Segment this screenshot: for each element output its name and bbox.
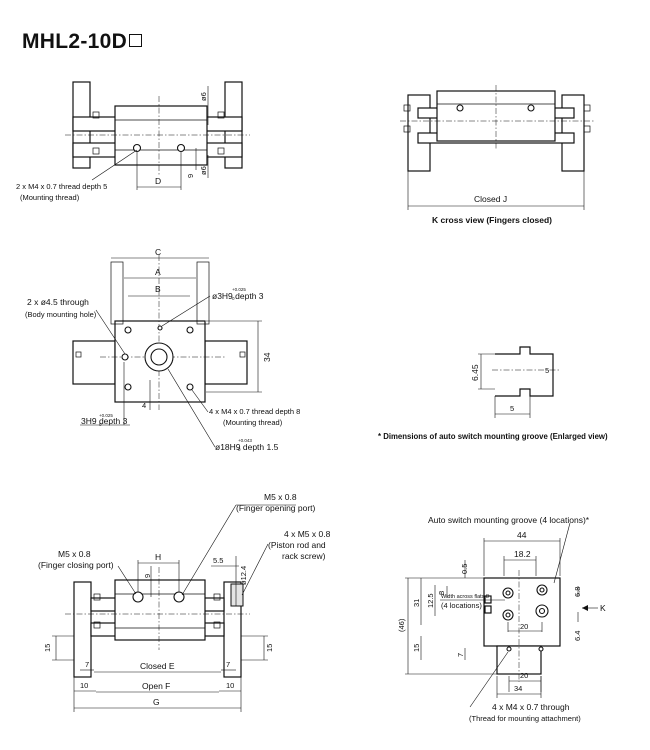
body: [114, 105, 208, 166]
dim-7-b: 7: [226, 660, 230, 669]
thread-label: 2 x M4 x 0.7 thread depth 5: [16, 182, 107, 191]
dim-15-side: 15: [412, 644, 421, 652]
svg-text:0: 0: [99, 422, 102, 427]
dim-5-5: 5.5: [213, 556, 223, 565]
m5-close: M5 x 0.8: [58, 549, 91, 559]
dim-6-45: 6.45: [470, 364, 480, 381]
dim-6-8: 6.8: [573, 587, 582, 597]
dim-10-b: 10: [226, 681, 234, 690]
svg-text:+0.025: +0.025: [232, 287, 246, 292]
m5-piston-note1: (Piston rod and: [268, 540, 326, 550]
flats-label: Width across flats 8: [441, 594, 489, 600]
arrow-K-icon: [582, 605, 588, 611]
dim-9: 9: [186, 174, 195, 178]
top-view: D 9 ø6 ø6 2 x M4 x 0.7 thread depth 5 (M…: [16, 81, 250, 202]
dim-46: (46): [397, 618, 406, 632]
dim-closed-J: Closed J: [474, 194, 507, 204]
side-thread-note: (Thread for mounting attachment): [469, 714, 581, 723]
dim-9-b: 9: [143, 574, 152, 578]
dim-D: D: [155, 176, 161, 186]
dim-open-F: Open F: [142, 681, 170, 691]
dim-closed-E: Closed E: [140, 661, 175, 671]
dim-8: 8: [437, 591, 446, 595]
dim-20-b: 20: [520, 671, 528, 680]
dim-15-a: 15: [43, 644, 52, 652]
dim-6-4: 6.4: [573, 631, 582, 641]
dim-5-v: 5: [545, 366, 549, 375]
svg-text:0: 0: [232, 296, 235, 301]
m5-open: M5 x 0.8: [264, 492, 297, 502]
dim-31: 31: [412, 599, 421, 607]
arrow-K: K: [600, 603, 606, 613]
page-title: MHL2-10D: [22, 30, 143, 54]
dim-phi6-b: ø6: [199, 166, 208, 175]
dim-12-5: 12.5: [426, 593, 435, 608]
dim-H: H: [155, 552, 161, 562]
m5-piston: 4 x M5 x 0.8: [284, 529, 331, 539]
body-hole-note: (Body mounting hole): [25, 310, 97, 319]
dim-G: G: [153, 697, 160, 707]
dim-B: B: [155, 284, 161, 294]
bore-label: ø18H9 depth 1.5: [215, 442, 279, 452]
svg-text:+0.025: +0.025: [99, 413, 113, 418]
dim-C: C: [155, 247, 161, 257]
body-b: [114, 579, 206, 641]
m5-piston-note2: rack screw): [282, 551, 326, 561]
body-hole-label: 2 x ø4.5 through: [27, 297, 89, 307]
dim-0-5: 0.5: [460, 564, 469, 574]
groove-label: Auto switch mounting groove (4 locations…: [428, 515, 590, 525]
dim-7-a: 7: [85, 660, 89, 669]
dim-34-side: 34: [514, 684, 522, 693]
side-body: [483, 577, 561, 647]
flats-note: (4 locations): [441, 601, 482, 610]
svg-text:0: 0: [238, 447, 241, 452]
dim-15-b: 15: [265, 644, 274, 652]
dim-20-a: 20: [520, 622, 528, 631]
k-cross-view: Closed J K cross view (Fingers closed): [400, 85, 595, 225]
side-view: 44 18.2 0.5 8 12.5 31 (46) 15 7 Width ac…: [397, 515, 606, 723]
thread8-label: 4 x M4 x 0.7 thread depth 8: [209, 407, 300, 416]
m5-open-note: (Finger opening port): [236, 503, 316, 513]
pin-hole-label: ø3H9 depth 3: [212, 291, 264, 301]
rack-screw: [230, 583, 244, 607]
dim-7-side: 7: [456, 653, 465, 657]
front-view: C A B 34 4 2 x ø4.5 through (Body mounti…: [25, 247, 300, 452]
dim-4: 4: [142, 401, 146, 410]
dim-phi6-a: ø6: [199, 92, 208, 101]
thread8-note: (Mounting thread): [223, 418, 283, 427]
thread-note: (Mounting thread): [20, 193, 80, 202]
dim-phi12-4: ø12.4: [239, 566, 248, 585]
m5-close-note: (Finger closing port): [38, 560, 114, 570]
dim-18-2: 18.2: [514, 549, 531, 559]
dim-44: 44: [517, 530, 527, 540]
port-view: M5 x 0.8 (Finger opening port) 4 x M5 x …: [38, 492, 331, 712]
side-thread-label: 4 x M4 x 0.7 through: [492, 702, 570, 712]
dim-5-h: 5: [510, 404, 514, 413]
dim-34: 34: [262, 352, 272, 362]
groove-detail: 6.45 5 5 * Dimensions of auto switch mou…: [378, 346, 608, 441]
dim-10-a: 10: [80, 681, 88, 690]
groove-caption: * Dimensions of auto switch mounting gro…: [378, 432, 608, 441]
left-hole-label: 3H9 depth 3: [81, 416, 128, 426]
svg-text:+0.043: +0.043: [238, 438, 252, 443]
dim-A: A: [155, 267, 161, 277]
k-view-caption: K cross view (Fingers closed): [432, 215, 552, 225]
